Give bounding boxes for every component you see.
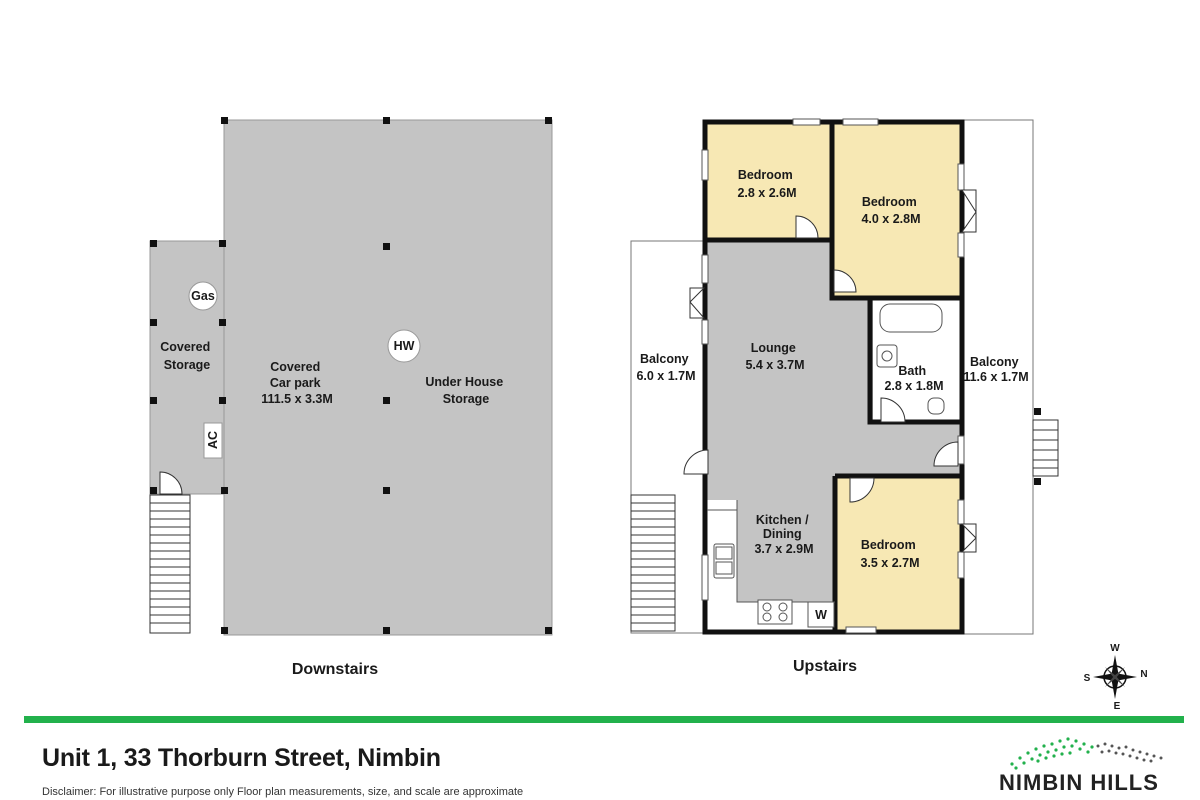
upstairs-steps-east <box>1032 408 1059 485</box>
gas-label: Gas <box>191 289 215 303</box>
compass-w: W <box>1110 643 1120 654</box>
storage-door <box>159 471 183 495</box>
logo-wordmark: NIMBIN HILLS <box>999 770 1159 795</box>
kitchen-fixtures <box>713 543 835 628</box>
disclaimer-text: Disclaimer: For illustrative purpose onl… <box>42 786 524 798</box>
car-park-label: Covered Car park 111.5 x 3.3M <box>261 360 333 406</box>
balcony-west-label: Balcony 6.0 x 1.7M <box>636 352 695 383</box>
compass-n: N <box>1140 669 1147 680</box>
stove-icon <box>757 599 793 625</box>
gas-icon <box>188 281 218 311</box>
bathtub-icon <box>879 303 943 333</box>
kitchen-floor <box>737 500 837 602</box>
downstairs-caption: Downstairs <box>292 661 378 678</box>
kitchen-label: Kitchen / Dining 3.7 x 2.9M <box>754 513 813 556</box>
car-park-area <box>223 119 553 636</box>
upstairs-caption: Upstairs <box>793 658 857 675</box>
downstairs-plan: Gas HW AC Covered Storage Covered Car pa… <box>149 117 553 678</box>
ac-unit-icon <box>203 422 223 459</box>
compass-icon: W E S N <box>1084 643 1148 712</box>
windows <box>701 118 965 634</box>
property-address: Unit 1, 33 Thorburn Street, Nimbin <box>42 744 441 772</box>
upstairs-stairs-west <box>630 494 676 632</box>
doors <box>683 189 977 553</box>
bath-label: Bath 2.8 x 1.8M <box>884 364 943 393</box>
bedroom-3-area <box>837 478 960 630</box>
footer-divider <box>24 716 1184 723</box>
walls <box>702 119 965 635</box>
toilet-icon <box>927 397 945 415</box>
hot-water-icon <box>387 329 421 363</box>
hot-water-label: HW <box>394 339 415 353</box>
thin-walls <box>707 500 835 603</box>
washer-label: W <box>815 608 827 622</box>
nimbin-hills-logo <box>1010 737 1163 770</box>
under-house-label: Under House Storage <box>425 375 506 406</box>
bedroom-3-label: Bedroom 3.5 x 2.7M <box>860 538 919 570</box>
washer-box <box>807 601 835 628</box>
bedroom-1-area <box>707 124 832 238</box>
lounge-label: Lounge 5.4 x 3.7M <box>745 341 804 372</box>
posts <box>150 117 552 634</box>
ac-label: AC <box>206 431 220 449</box>
bedroom-2-label: Bedroom 4.0 x 2.8M <box>861 195 920 226</box>
bedroom-2-area <box>833 124 960 297</box>
bedroom-1-label: Bedroom 2.8 x 2.6M <box>737 168 796 200</box>
downstairs-stairs <box>149 494 191 634</box>
balcony-east-label: Balcony 11.6 x 1.7M <box>963 355 1028 384</box>
covered-storage-label: Covered Storage <box>160 340 214 372</box>
compass-s: S <box>1084 673 1091 684</box>
bath-fixtures <box>876 303 945 415</box>
compass-e: E <box>1114 701 1121 712</box>
upstairs-plan: W Bedroom 2.8 x 2.6M Bedroom 4.0 x 2.8M … <box>630 118 1059 675</box>
